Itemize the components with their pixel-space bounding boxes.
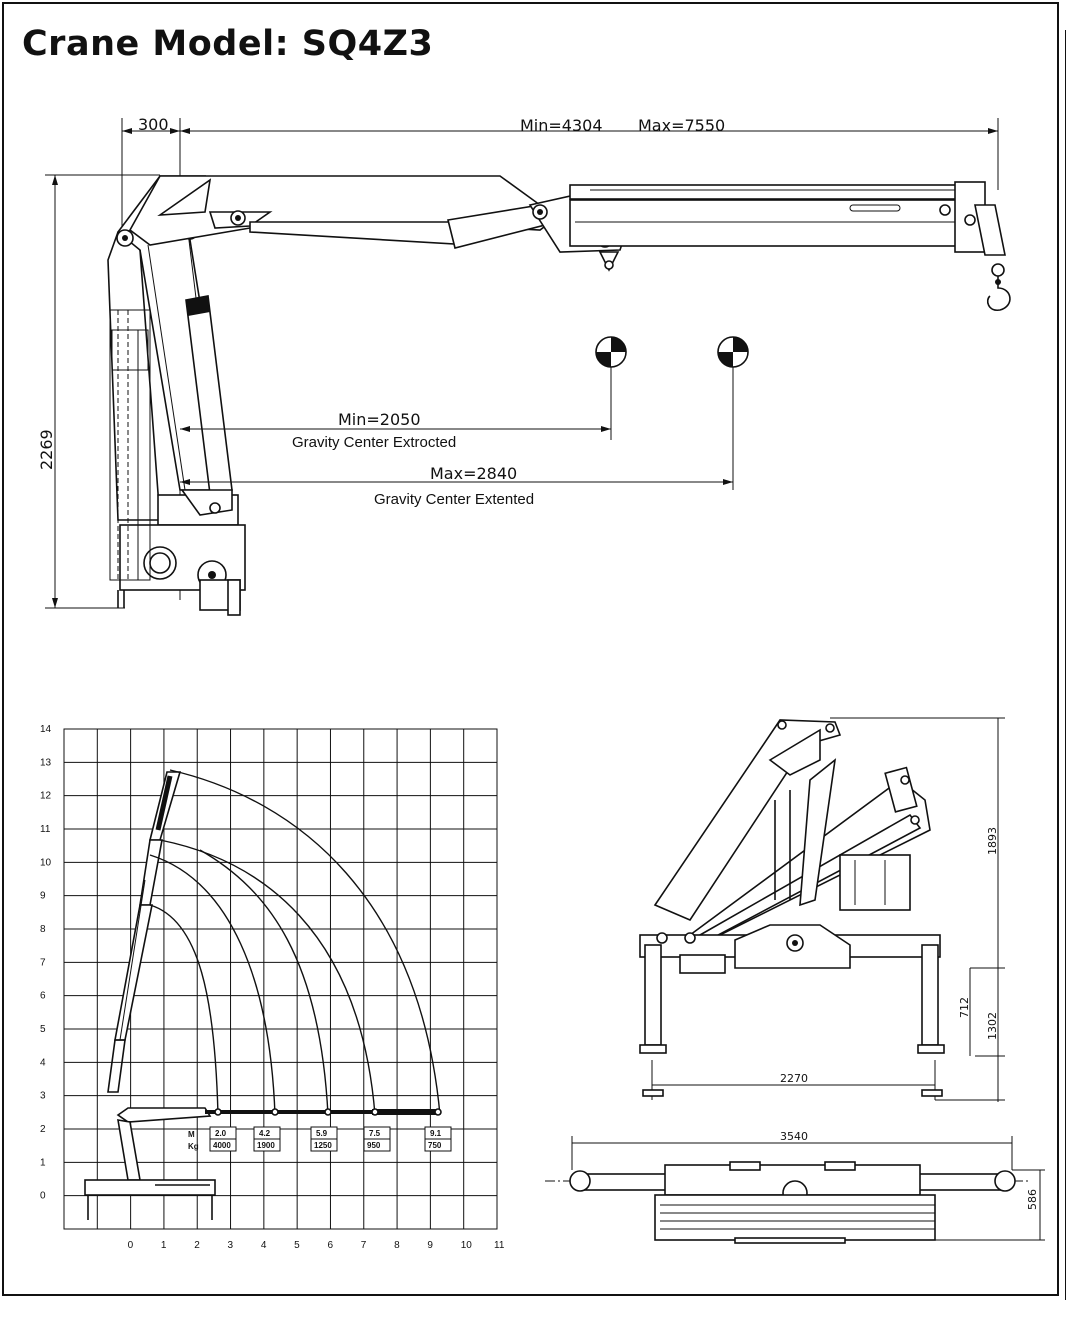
load-weight-value: 750: [428, 1141, 442, 1150]
load-row-m-label: M: [188, 1130, 195, 1139]
load-weight-value: 950: [367, 1141, 381, 1150]
y-tick-label: 8: [40, 924, 46, 935]
x-tick-label: 2: [194, 1240, 200, 1251]
y-tick-label: 10: [40, 857, 52, 868]
y-tick-label: 3: [40, 1091, 46, 1102]
load-radius-value: 5.9: [316, 1129, 328, 1138]
y-tick-label: 0: [40, 1191, 46, 1202]
x-tick-label: 10: [461, 1240, 473, 1251]
gravity-max-label: Max=2840: [430, 464, 517, 483]
x-tick-label: 1: [161, 1240, 167, 1251]
dim-height: 2269: [37, 429, 56, 470]
y-tick-label: 2: [40, 1124, 46, 1135]
iso-view: 1893 712 1302 2270: [639, 717, 1005, 1102]
x-tick-label: 4: [261, 1240, 267, 1251]
iso-dim-712: 712: [958, 997, 971, 1018]
iso-dim-height: 1893: [986, 827, 999, 855]
y-tick-label: 6: [40, 991, 46, 1002]
y-tick-label: 5: [40, 1024, 46, 1035]
top-dim-depth: 586: [1026, 1189, 1039, 1210]
y-tick-label: 1: [40, 1157, 46, 1168]
x-tick-label: 0: [128, 1240, 134, 1251]
x-tick-label: 7: [361, 1240, 367, 1251]
top-view: 3540 586: [545, 1130, 1045, 1244]
top-dim-length: 3540: [780, 1130, 808, 1143]
dim-reach-min: Min=4304: [520, 116, 603, 135]
y-tick-label: 4: [40, 1057, 46, 1068]
load-row-kg-label: Kg: [188, 1142, 199, 1151]
x-tick-label: 6: [327, 1240, 333, 1251]
y-tick-label: 14: [40, 724, 52, 735]
side-view: 300 Min=4304 Max=7550 2269: [37, 115, 1011, 616]
dim-reach-max: Max=7550: [638, 116, 725, 135]
y-tick-label: 9: [40, 891, 46, 902]
gravity-min-label: Min=2050: [338, 410, 421, 429]
x-tick-label: 3: [228, 1240, 234, 1251]
gravity-min-caption: Gravity Center Extrocted: [292, 434, 456, 451]
load-weight-value: 4000: [213, 1141, 231, 1150]
y-tick-label: 7: [40, 957, 46, 968]
dim-offset: 300: [138, 115, 169, 134]
load-radius-value: 2.0: [215, 1129, 227, 1138]
load-radius-value: 4.2: [259, 1129, 271, 1138]
load-radius-value: 7.5: [369, 1129, 381, 1138]
load-weight-value: 1250: [314, 1141, 332, 1150]
page-title: Crane Model: SQ4Z3: [22, 24, 434, 64]
y-tick-label: 11: [40, 824, 51, 835]
x-tick-label: 11: [494, 1240, 505, 1251]
gravity-max-caption: Gravity Center Extented: [374, 491, 534, 508]
load-weight-value: 1900: [257, 1141, 275, 1150]
y-tick-label: 13: [40, 757, 52, 768]
x-tick-label: 8: [394, 1240, 400, 1251]
x-tick-label: 5: [294, 1240, 300, 1251]
iso-dim-width: 2270: [780, 1072, 808, 1085]
load-radius-value: 9.1: [430, 1129, 442, 1138]
x-tick-label: 9: [427, 1240, 433, 1251]
sheet-border: [2, 2, 1059, 1296]
y-tick-label: 12: [40, 791, 52, 802]
iso-dim-1302: 1302: [986, 1012, 999, 1040]
